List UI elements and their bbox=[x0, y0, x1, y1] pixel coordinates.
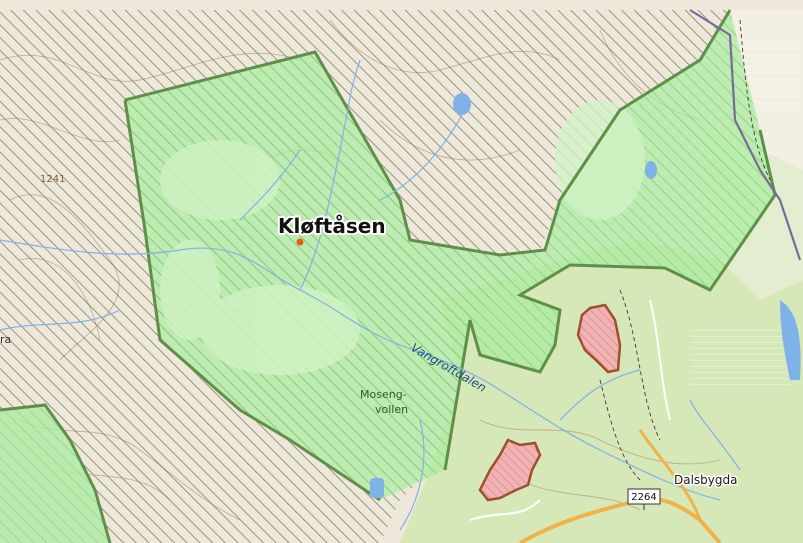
peak-elevation-label: 1241 bbox=[40, 174, 65, 185]
edge-place-label: ra bbox=[0, 333, 11, 346]
main-place-label: Kløftåsen bbox=[278, 214, 386, 238]
location-marker[interactable] bbox=[296, 238, 304, 246]
nature-reserve-fill-west bbox=[0, 405, 110, 543]
nature-reserve-border-west bbox=[0, 403, 112, 543]
meadow-patches bbox=[160, 100, 645, 375]
highlighted-area-south-hatch bbox=[480, 440, 540, 500]
nature-reserve-border bbox=[124, 9, 732, 257]
rivers bbox=[0, 59, 741, 531]
nature-reserve-border-east bbox=[443, 129, 777, 471]
tracks bbox=[599, 19, 771, 481]
marsh-area bbox=[690, 330, 790, 390]
road-shield: 2264 bbox=[627, 488, 661, 510]
highlighted-area-north-hatch bbox=[578, 305, 620, 372]
nature-reserve-border-south bbox=[123, 99, 381, 502]
svg-text:2264: 2264 bbox=[631, 492, 656, 503]
lakes bbox=[370, 93, 801, 498]
farm-label-line2: vollen bbox=[375, 403, 408, 416]
village-label: Dalsbygda bbox=[674, 473, 738, 487]
farm-label-line1: Moseng- bbox=[360, 388, 407, 401]
municipal-boundary bbox=[689, 9, 802, 261]
